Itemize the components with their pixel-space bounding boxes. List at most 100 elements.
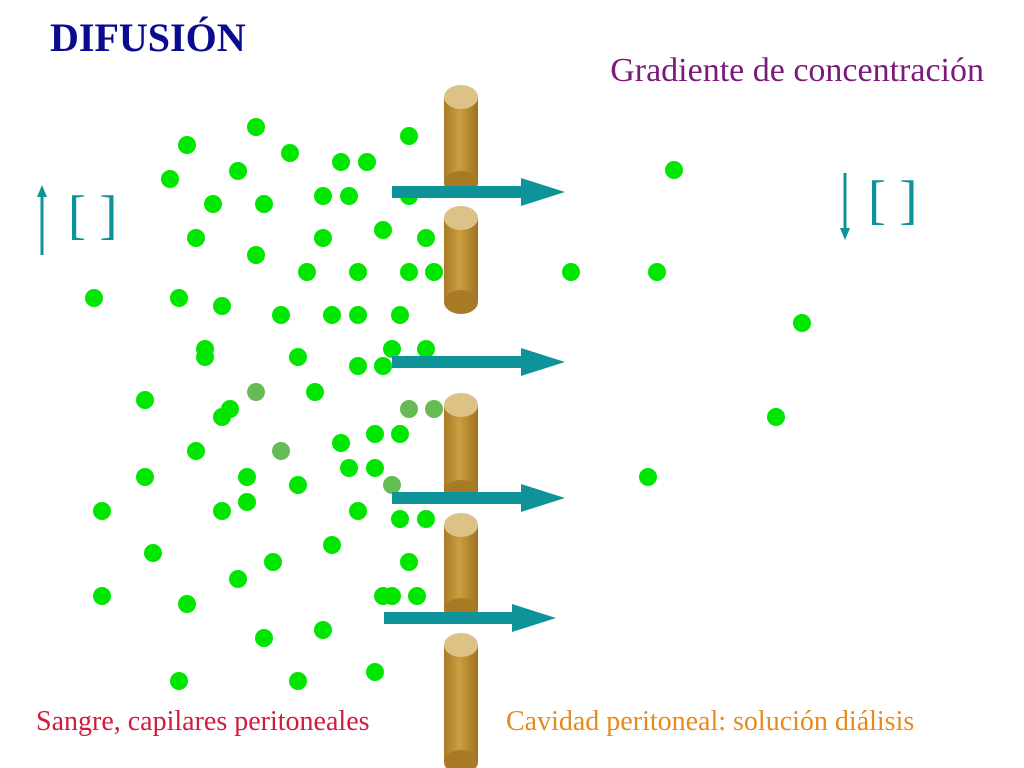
solute-particle	[187, 229, 205, 247]
solute-particle	[255, 195, 273, 213]
solute-particle	[136, 391, 154, 409]
solute-particle	[289, 476, 307, 494]
solute-particle	[247, 246, 265, 264]
solute-particle	[332, 434, 350, 452]
solute-particle	[229, 162, 247, 180]
solute-particle	[161, 170, 179, 188]
solute-particle	[170, 289, 188, 307]
solute-particle	[314, 187, 332, 205]
solute-particle	[314, 229, 332, 247]
solute-particle	[340, 187, 358, 205]
solute-particle	[332, 153, 350, 171]
solute-particle	[639, 468, 657, 486]
membrane-pore	[444, 633, 478, 768]
solute-particle	[366, 425, 384, 443]
solute-particle	[264, 553, 282, 571]
solute-particle	[93, 587, 111, 605]
solute-particle	[349, 357, 367, 375]
pore-top	[444, 633, 478, 657]
diffusion-arrow	[384, 604, 556, 632]
page-title: DIFUSIÓN	[50, 15, 246, 60]
solute-particle	[204, 195, 222, 213]
solute-particle	[391, 425, 409, 443]
solute-particle	[187, 442, 205, 460]
solute-particle	[213, 502, 231, 520]
arrow-shaft	[392, 492, 521, 504]
solute-particle	[136, 468, 154, 486]
solute-particle	[417, 510, 435, 528]
arrow-head-icon	[521, 348, 565, 376]
pore-top	[444, 206, 478, 230]
solute-particle	[272, 442, 290, 460]
solute-particle	[85, 289, 103, 307]
solute-particle	[383, 476, 401, 494]
solute-particle	[665, 161, 683, 179]
solute-particle	[425, 263, 443, 281]
solute-particle	[562, 263, 580, 281]
solute-particle	[374, 357, 392, 375]
membrane-pore	[444, 513, 478, 622]
solute-particle	[272, 306, 290, 324]
solute-particle	[238, 493, 256, 511]
solute-particle	[340, 459, 358, 477]
solute-particle	[196, 348, 214, 366]
diffusion-arrows	[384, 178, 565, 632]
pore-bottom	[444, 290, 478, 314]
solute-particle	[767, 408, 785, 426]
right-concentration-symbol: [ ]	[868, 170, 917, 230]
solute-particle	[400, 263, 418, 281]
diffusion-arrow	[392, 484, 565, 512]
pore-body	[444, 218, 478, 302]
pore-bottom	[444, 750, 478, 768]
solute-particle	[358, 153, 376, 171]
solute-particle	[383, 587, 401, 605]
solute-particle	[408, 587, 426, 605]
pore-top	[444, 393, 478, 417]
solute-particle	[417, 340, 435, 358]
membrane-pore	[444, 393, 478, 504]
up-arrow-icon	[37, 185, 47, 197]
solute-particle	[391, 306, 409, 324]
arrow-head-icon	[521, 484, 565, 512]
pore-body	[444, 525, 478, 610]
solute-particle	[793, 314, 811, 332]
solute-particle	[323, 536, 341, 554]
solute-particle	[229, 570, 247, 588]
solute-particle	[417, 229, 435, 247]
solute-particle	[281, 144, 299, 162]
solute-particle	[349, 306, 367, 324]
solute-particle	[247, 118, 265, 136]
arrow-head-icon	[521, 178, 565, 206]
arrow-shaft	[384, 612, 512, 624]
solute-particle	[425, 400, 443, 418]
solute-particle	[391, 510, 409, 528]
peritoneal-cavity-label: Cavidad peritoneal: solución diálisis	[506, 706, 915, 737]
solute-particle	[178, 595, 196, 613]
right-concentration-indicator: [ ]	[840, 170, 917, 240]
solute-particle	[366, 663, 384, 681]
arrow-head-icon	[512, 604, 556, 632]
pore-body	[444, 405, 478, 492]
membrane-pore	[444, 206, 478, 314]
solute-particle	[178, 136, 196, 154]
diffusion-arrow	[392, 348, 565, 376]
solute-particle	[306, 383, 324, 401]
solute-particles	[85, 118, 811, 690]
solute-particle	[213, 297, 231, 315]
arrow-shaft	[392, 186, 521, 198]
diffusion-arrow	[392, 178, 565, 206]
solute-particle	[323, 306, 341, 324]
solute-particle	[213, 408, 231, 426]
solute-particle	[374, 221, 392, 239]
pore-body	[444, 645, 478, 762]
solute-particle	[349, 502, 367, 520]
solute-particle	[289, 348, 307, 366]
solute-particle	[238, 468, 256, 486]
pore-top	[444, 513, 478, 537]
solute-particle	[314, 621, 332, 639]
solute-particle	[247, 383, 265, 401]
solute-particle	[255, 629, 273, 647]
solute-particle	[400, 400, 418, 418]
left-concentration-indicator: [ ]	[37, 185, 117, 255]
solute-particle	[144, 544, 162, 562]
